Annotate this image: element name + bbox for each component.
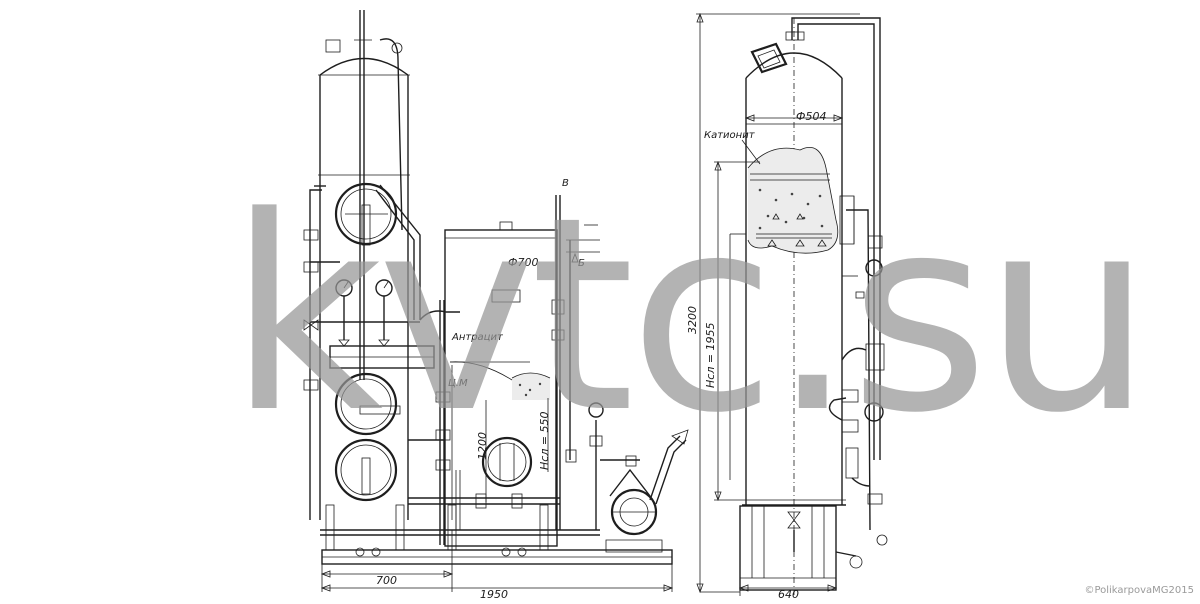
- pressure-gauge-left: [335, 279, 353, 347]
- label-diameter-504: Ф504: [796, 110, 826, 123]
- flow-meter: [865, 343, 885, 371]
- label-diameter-700: Ф700: [508, 256, 538, 269]
- label-layer-height-1955: Нсл = 1955: [704, 322, 717, 388]
- anthracite-filter-vessel: [444, 221, 558, 547]
- manhole-upper: [334, 182, 398, 246]
- riser-pipe: [551, 195, 600, 530]
- dim-base-640: 640: [778, 588, 799, 600]
- manhole-lower: [334, 438, 398, 502]
- left-pipe-valves: [303, 229, 420, 391]
- label-height-3200: 3200: [686, 306, 699, 334]
- pump-assembly: [588, 402, 689, 553]
- left-assembly: Ф700 Антрацит Ц.М 1200 Нсл = 550 В Б 700…: [303, 10, 689, 601]
- vessel-manhole: [481, 436, 533, 488]
- left-dimensions: [320, 224, 674, 592]
- dim-width-1950: 1950: [480, 588, 508, 600]
- cation-layer-cutaway: [747, 146, 839, 254]
- site-watermark: kvtc.su: [228, 160, 1153, 472]
- pressure-gauge-right: [375, 279, 393, 347]
- label-height-1200: 1200: [476, 432, 489, 460]
- column-stand: [739, 505, 837, 591]
- label-anthracite: Антрацит: [451, 332, 504, 343]
- pump-gauge: [588, 402, 604, 418]
- label-layer-height-550: Нсл = 550: [538, 411, 551, 470]
- base-frame: [321, 504, 673, 565]
- top-flange: [325, 39, 341, 53]
- nameplate: [491, 289, 521, 303]
- cation-filter-column: [729, 18, 865, 595]
- label-valve-cm: Ц.М: [448, 378, 468, 389]
- right-dimensions: [696, 12, 860, 596]
- dim-width-700: 700: [376, 574, 397, 587]
- copyright-notice: ©PolikarpovaMG2015: [1084, 585, 1194, 596]
- right-pipework: [785, 17, 888, 569]
- right-assembly: Ф504 Катионит 3200 Нсл = 1955 640: [686, 12, 888, 601]
- top-hatch: [750, 42, 788, 74]
- label-mark-b-top: В: [562, 178, 569, 189]
- label-mark-b-mid: Б: [578, 258, 585, 269]
- manhole-middle: [334, 372, 401, 436]
- connecting-pipework: [320, 300, 600, 545]
- label-cationite: Катионит: [704, 130, 756, 141]
